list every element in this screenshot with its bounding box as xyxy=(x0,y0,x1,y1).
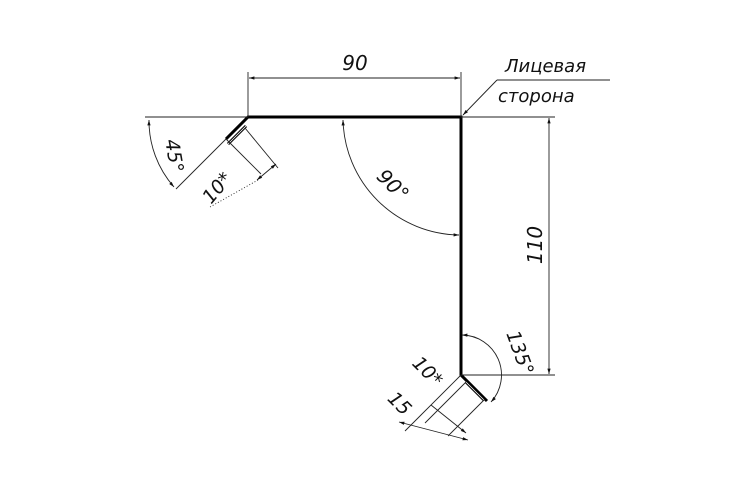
hem-left-dimension xyxy=(209,127,279,208)
angle-top-arc xyxy=(341,119,460,237)
angle-bottom-label: 135° xyxy=(501,328,537,379)
leader-label-line2: сторона xyxy=(498,86,575,107)
dimension-top-width xyxy=(247,72,462,117)
hem-bottom-label: 10* xyxy=(408,352,447,391)
hem-bottom-dimensions xyxy=(398,374,485,441)
angle-left-dimension xyxy=(145,116,248,190)
dimension-top-width-label: 90 xyxy=(342,51,367,75)
leader-label-line1: Лицевая xyxy=(504,56,586,77)
hem-bottom-offset-label: 15 xyxy=(383,387,416,420)
angle-top-label: 90° xyxy=(372,164,414,206)
profile-outline xyxy=(224,115,489,403)
angle-bottom-dimension xyxy=(461,333,505,403)
hem-left-label: 10* xyxy=(198,168,237,208)
leader-line xyxy=(462,79,610,116)
dimension-height-label: 110 xyxy=(523,226,547,264)
angle-left-label: 45° xyxy=(160,137,188,174)
